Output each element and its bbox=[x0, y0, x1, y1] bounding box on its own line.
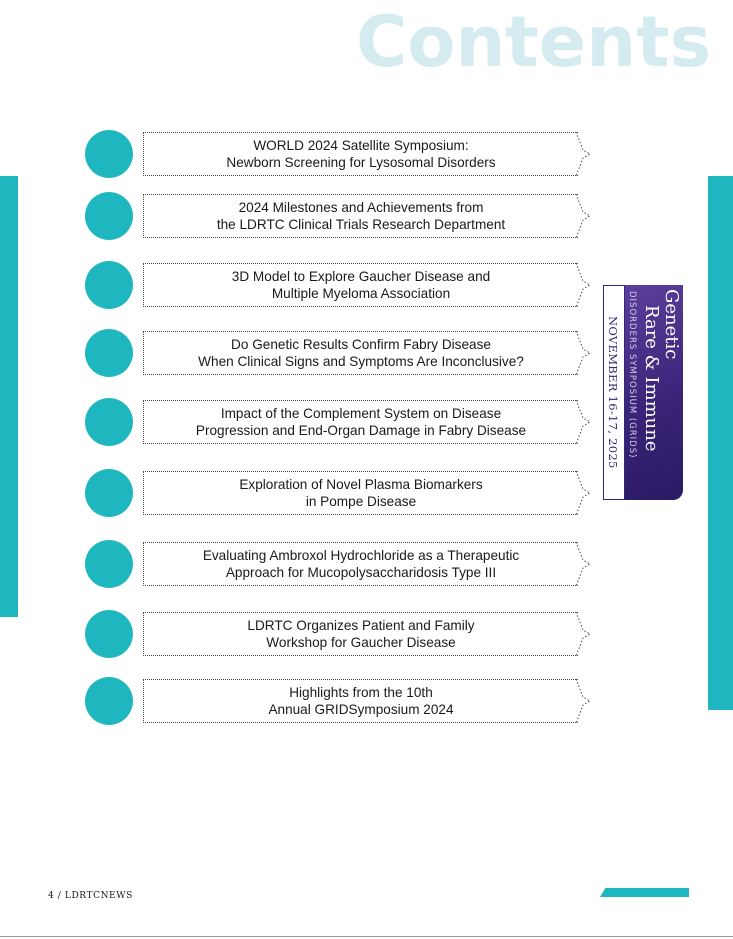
banner-logo-panel: Genetic Rare & Immune DISORDERS SYMPOSIU… bbox=[625, 285, 683, 500]
entry-title: Highlights from the 10th Annual GRIDSymp… bbox=[268, 684, 453, 718]
contents-entry[interactable]: 2024 Milestones and Achievements from th… bbox=[85, 192, 590, 240]
entry-box: Do Genetic Results Confirm Fabry Disease… bbox=[143, 331, 578, 375]
entry-title-line: 2024 Milestones and Achievements from bbox=[238, 200, 484, 215]
bottom-divider bbox=[0, 936, 733, 937]
entry-title-line: the LDRTC Clinical Trials Research Depar… bbox=[216, 217, 506, 232]
entry-title-line: Progression and End-Organ Damage in Fabr… bbox=[195, 423, 527, 438]
bullet-circle bbox=[85, 261, 133, 309]
entry-title: 3D Model to Explore Gaucher Disease and … bbox=[232, 268, 490, 302]
bullet-circle bbox=[85, 398, 133, 446]
entry-box: Exploration of Novel Plasma Biomarkers i… bbox=[143, 471, 578, 515]
entry-title-line: WORLD 2024 Satellite Symposium: bbox=[253, 138, 469, 153]
contents-entry[interactable]: Do Genetic Results Confirm Fabry Disease… bbox=[85, 329, 590, 377]
entry-title-line: Exploration of Novel Plasma Biomarkers bbox=[239, 477, 483, 492]
banner-date: NOVEMBER 16-17, 2025 bbox=[606, 316, 620, 469]
entry-box: Evaluating Ambroxol Hydrochloride as a T… bbox=[143, 542, 578, 586]
banner-date-box: NOVEMBER 16-17, 2025 bbox=[603, 285, 625, 500]
entry-title-line: Approach for Mucopolysaccharidosis Type … bbox=[225, 565, 497, 580]
left-accent-bar bbox=[0, 176, 18, 617]
chevron-right-icon bbox=[576, 471, 590, 515]
chevron-right-icon bbox=[576, 194, 590, 238]
contents-entry[interactable]: WORLD 2024 Satellite Symposium: Newborn … bbox=[85, 130, 590, 178]
bullet-circle bbox=[85, 192, 133, 240]
contents-entry[interactable]: 3D Model to Explore Gaucher Disease and … bbox=[85, 261, 590, 309]
entry-title-line: Impact of the Complement System on Disea… bbox=[220, 406, 502, 421]
entry-box: Highlights from the 10th Annual GRIDSymp… bbox=[143, 679, 578, 723]
bullet-circle bbox=[85, 329, 133, 377]
entry-title: Impact of the Complement System on Disea… bbox=[196, 405, 526, 439]
bullet-circle bbox=[85, 677, 133, 725]
banner-title-rare-immune: Rare & Immune bbox=[641, 305, 662, 452]
entry-title: Do Genetic Results Confirm Fabry Disease… bbox=[198, 336, 524, 370]
entry-title-line: Annual GRIDSymposium 2024 bbox=[268, 702, 454, 717]
chevron-right-icon bbox=[576, 612, 590, 656]
entry-title-line: Workshop for Gaucher Disease bbox=[266, 635, 456, 650]
entry-title: WORLD 2024 Satellite Symposium: Newborn … bbox=[226, 137, 495, 171]
page-title: Contents bbox=[356, 1, 712, 83]
entry-title-line: Evaluating Ambroxol Hydrochloride as a T… bbox=[202, 548, 520, 563]
entry-title-line: Do Genetic Results Confirm Fabry Disease bbox=[231, 337, 491, 352]
footer-accent-bar bbox=[600, 888, 689, 897]
entry-title-line: Multiple Myeloma Association bbox=[271, 286, 451, 301]
entry-box: WORLD 2024 Satellite Symposium: Newborn … bbox=[143, 132, 578, 176]
contents-entry[interactable]: Exploration of Novel Plasma Biomarkers i… bbox=[85, 469, 590, 517]
right-accent-bar bbox=[708, 176, 733, 710]
entry-title-line: Highlights from the 10th bbox=[289, 685, 433, 700]
banner-subtitle: DISORDERS SYMPOSIUM (GRIDS) bbox=[627, 291, 637, 459]
chevron-right-icon bbox=[576, 400, 590, 444]
contents-entry[interactable]: Evaluating Ambroxol Hydrochloride as a T… bbox=[85, 540, 590, 588]
entry-title-line: 3D Model to Explore Gaucher Disease and bbox=[231, 269, 491, 284]
entry-title: 2024 Milestones and Achievements from th… bbox=[217, 199, 505, 233]
banner-title-genetic: Genetic bbox=[661, 289, 682, 360]
entry-box: Impact of the Complement System on Disea… bbox=[143, 400, 578, 444]
entry-title: Exploration of Novel Plasma Biomarkers i… bbox=[239, 476, 482, 510]
entry-title-line: LDRTC Organizes Patient and Family bbox=[247, 618, 475, 633]
chevron-right-icon bbox=[576, 542, 590, 586]
chevron-right-icon bbox=[576, 132, 590, 176]
chevron-right-icon bbox=[576, 263, 590, 307]
contents-entry[interactable]: Impact of the Complement System on Disea… bbox=[85, 398, 590, 446]
entry-title-line: When Clinical Signs and Symptoms Are Inc… bbox=[198, 354, 524, 369]
entry-title-line: in Pompe Disease bbox=[305, 494, 417, 509]
entry-title: Evaluating Ambroxol Hydrochloride as a T… bbox=[203, 547, 519, 581]
bullet-circle bbox=[85, 130, 133, 178]
grids-symposium-banner: NOVEMBER 16-17, 2025 Genetic Rare & Immu… bbox=[603, 285, 683, 500]
entry-box: 3D Model to Explore Gaucher Disease and … bbox=[143, 263, 578, 307]
chevron-right-icon bbox=[576, 679, 590, 723]
entry-title-line: Newborn Screening for Lysosomal Disorder… bbox=[226, 155, 496, 170]
entry-title: LDRTC Organizes Patient and Family Works… bbox=[247, 617, 474, 651]
bullet-circle bbox=[85, 610, 133, 658]
chevron-right-icon bbox=[576, 331, 590, 375]
entry-box: LDRTC Organizes Patient and Family Works… bbox=[143, 612, 578, 656]
bullet-circle bbox=[85, 469, 133, 517]
entry-box: 2024 Milestones and Achievements from th… bbox=[143, 194, 578, 238]
contents-entry[interactable]: LDRTC Organizes Patient and Family Works… bbox=[85, 610, 590, 658]
contents-entry[interactable]: Highlights from the 10th Annual GRIDSymp… bbox=[85, 677, 590, 725]
bullet-circle bbox=[85, 540, 133, 588]
page-footer: 4 / LDRTCNEWS bbox=[48, 891, 133, 901]
